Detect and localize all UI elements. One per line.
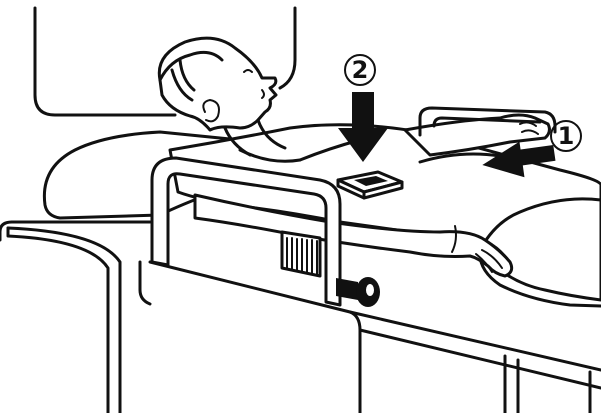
rail-lock-knob[interactable] xyxy=(336,277,380,307)
step-2-label: 2 xyxy=(352,56,369,84)
step-1-badge: 1 xyxy=(551,121,581,151)
step-1-label: 1 xyxy=(558,122,575,150)
step-2-badge: 2 xyxy=(345,55,375,85)
